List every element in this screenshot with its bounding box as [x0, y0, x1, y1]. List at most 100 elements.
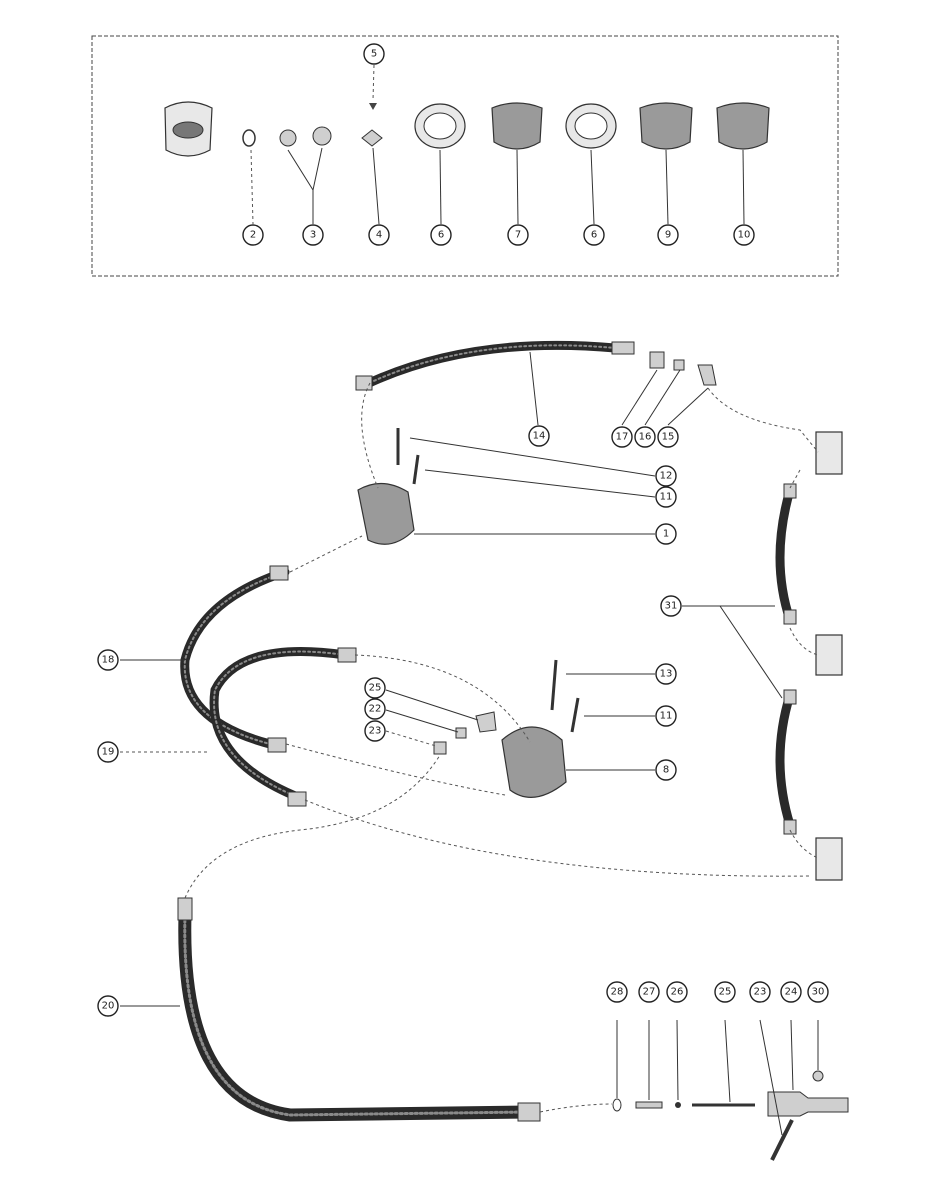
callout-8: 8 — [655, 759, 677, 781]
callout-23b: 23 — [749, 981, 771, 1003]
svg-text:30: 30 — [812, 987, 825, 998]
part-9-plate — [639, 102, 693, 150]
part-15-elbow — [697, 364, 717, 386]
svg-text:15: 15 — [662, 432, 675, 443]
part-25a-elbow — [475, 711, 497, 733]
callout-25b: 25 — [714, 981, 736, 1003]
svg-text:2: 2 — [250, 230, 256, 241]
part-13-bolt — [550, 659, 558, 711]
callout-20: 20 — [97, 995, 119, 1017]
hose-19 — [209, 647, 357, 807]
svg-text:6: 6 — [438, 230, 444, 241]
callout-14: 14 — [528, 425, 550, 447]
svg-text:27: 27 — [643, 987, 656, 998]
svg-text:22: 22 — [369, 704, 382, 715]
svg-text:4: 4 — [376, 230, 382, 241]
callout-31: 31 — [660, 595, 682, 617]
svg-text:8: 8 — [663, 765, 669, 776]
part-5-screw — [369, 103, 377, 110]
part-26 — [675, 1102, 681, 1108]
callout-15: 15 — [657, 426, 679, 448]
hose-14 — [355, 340, 635, 391]
callout-9: 9 — [657, 224, 679, 246]
hose-20 — [177, 897, 541, 1122]
part-23a-fitting — [433, 741, 447, 755]
inset-parts — [164, 101, 770, 157]
callout-27: 27 — [638, 981, 660, 1003]
part-1-housing — [357, 482, 415, 545]
callout-6a: 6 — [430, 224, 452, 246]
hose-18 — [180, 565, 290, 753]
part-2-ring — [242, 129, 256, 147]
svg-text:10: 10 — [738, 230, 751, 241]
callout-24: 24 — [780, 981, 802, 1003]
part-24-valve — [767, 1091, 849, 1117]
part-7-plate — [491, 102, 543, 150]
part-10-plate — [716, 102, 770, 150]
right-block-top — [815, 431, 843, 475]
callout-7: 7 — [507, 224, 529, 246]
callout-26: 26 — [666, 981, 688, 1003]
inset-leaders — [250, 64, 745, 225]
svg-text:26: 26 — [671, 987, 684, 998]
svg-text:20: 20 — [102, 1001, 115, 1012]
callout-10: 10 — [733, 224, 755, 246]
part-3-washer-a — [279, 129, 297, 147]
callouts: 5 2 3 4 6 7 6 9 10 14 17 16 15 12 11 1 3… — [97, 43, 829, 1017]
right-block-bot — [815, 837, 843, 881]
callout-12: 12 — [655, 465, 677, 487]
svg-text:12: 12 — [660, 471, 673, 482]
part-17-fitting — [649, 351, 665, 369]
callout-4: 4 — [368, 224, 390, 246]
callout-1: 1 — [655, 523, 677, 545]
callout-6b: 6 — [583, 224, 605, 246]
svg-text:19: 19 — [102, 747, 115, 758]
callout-17: 17 — [611, 426, 633, 448]
callout-22: 22 — [364, 698, 386, 720]
svg-text:23: 23 — [369, 726, 382, 737]
part-3-washer-b — [312, 126, 332, 146]
part-27 — [635, 1101, 663, 1109]
callout-25a: 25 — [364, 677, 386, 699]
part-23b-bolt — [770, 1119, 794, 1161]
svg-text:14: 14 — [533, 431, 546, 442]
callout-19: 19 — [97, 741, 119, 763]
svg-text:16: 16 — [639, 432, 652, 443]
part-11a-bolt — [412, 454, 420, 485]
callout-11b: 11 — [655, 705, 677, 727]
callout-13: 13 — [655, 663, 677, 685]
svg-text:6: 6 — [591, 230, 597, 241]
svg-text:1: 1 — [663, 529, 669, 540]
svg-text:7: 7 — [515, 230, 521, 241]
inset-box — [91, 35, 839, 277]
callout-5: 5 — [363, 43, 385, 65]
svg-text:5: 5 — [371, 49, 377, 60]
hose-31 — [775, 483, 797, 835]
callout-11a: 11 — [655, 486, 677, 508]
svg-text:3: 3 — [310, 230, 316, 241]
svg-text:25: 25 — [369, 683, 382, 694]
callout-23a: 23 — [364, 720, 386, 742]
callout-3: 3 — [302, 224, 324, 246]
callout-18: 18 — [97, 649, 119, 671]
svg-text:18: 18 — [102, 655, 115, 666]
svg-text:11: 11 — [660, 711, 673, 722]
svg-text:9: 9 — [665, 230, 671, 241]
part-22-nut — [455, 727, 467, 739]
svg-text:17: 17 — [616, 432, 629, 443]
part-16-fitting — [673, 359, 685, 371]
svg-text:25: 25 — [719, 987, 732, 998]
svg-text:24: 24 — [785, 987, 798, 998]
callout-28: 28 — [606, 981, 628, 1003]
svg-text:31: 31 — [665, 601, 678, 612]
callout-30: 30 — [807, 981, 829, 1003]
part-28 — [612, 1098, 622, 1112]
svg-text:11: 11 — [660, 492, 673, 503]
main-leaders — [120, 351, 819, 1136]
svg-text:28: 28 — [611, 987, 624, 998]
callout-2: 2 — [242, 224, 264, 246]
part-30 — [812, 1070, 824, 1082]
svg-text:13: 13 — [660, 669, 673, 680]
right-block-mid — [815, 634, 843, 676]
